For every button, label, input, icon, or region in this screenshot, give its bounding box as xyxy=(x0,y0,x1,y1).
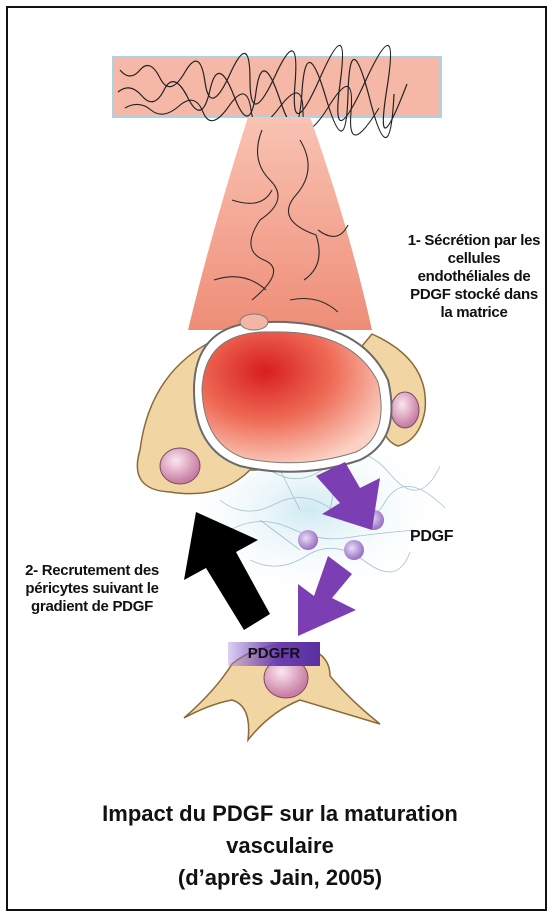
pdgf-label: PDGF xyxy=(410,528,453,546)
caption-line2: vasculaire xyxy=(30,830,530,862)
figure-caption: Impact du PDGF sur la maturation vascula… xyxy=(30,798,530,894)
caption-line1: Impact du PDGF sur la maturation xyxy=(30,798,530,830)
step2-recruitment-label: 2- Recrutement des péricytes suivant le … xyxy=(22,562,162,616)
vessel-lumen xyxy=(194,314,392,472)
step1-secretion-label: 1- Sécrétion par les cellules endothélia… xyxy=(404,232,544,322)
sprouting-vessel xyxy=(188,117,372,330)
pdgfr-label: PDGFR xyxy=(228,642,320,666)
caption-line3: (d’après Jain, 2005) xyxy=(30,862,530,894)
